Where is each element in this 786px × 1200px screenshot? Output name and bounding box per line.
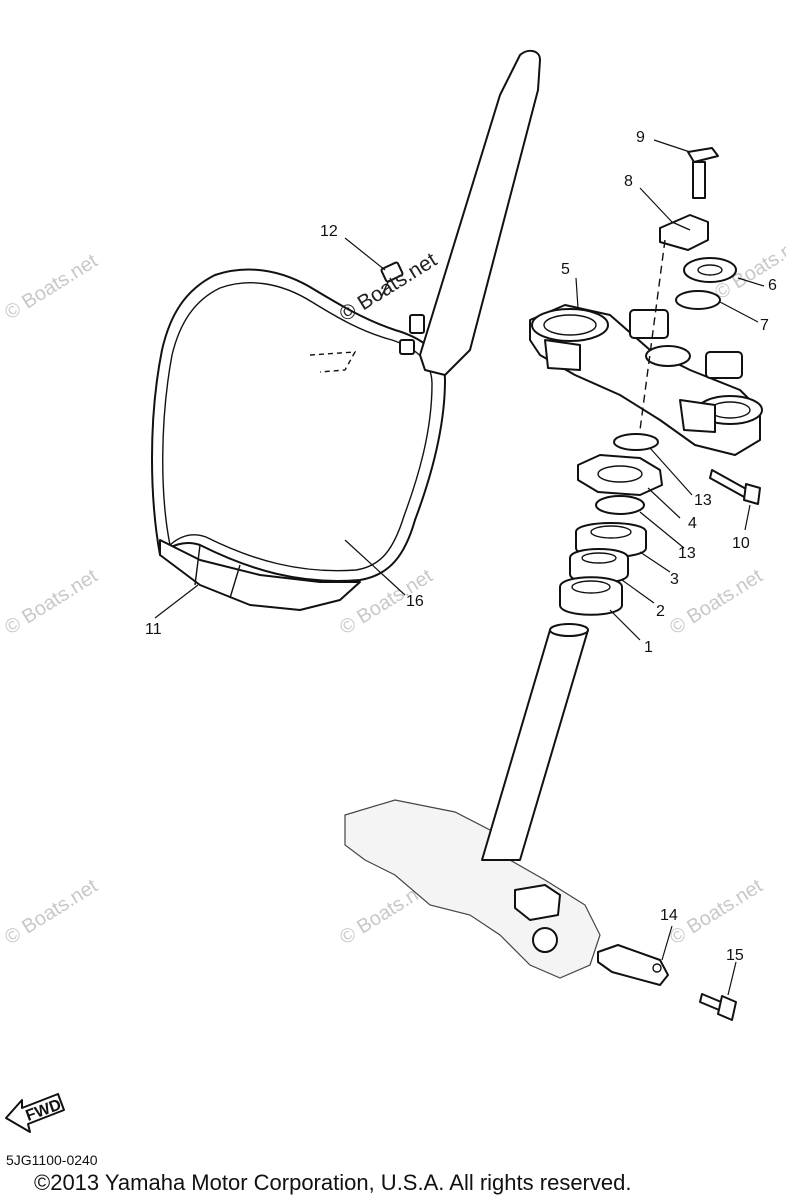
damper-6	[683, 257, 737, 283]
lower-bracket-boss	[532, 927, 558, 953]
callout-13-upper: 13	[694, 492, 712, 509]
strap-slot	[409, 314, 425, 334]
bolt-10	[709, 469, 761, 505]
callout-16: 16	[406, 593, 424, 610]
watermark: © Boats.net	[666, 565, 767, 639]
assembly-axis	[639, 239, 666, 431]
handlebar-holder-8	[659, 214, 709, 251]
strap-slot	[399, 339, 415, 355]
ring-nut-4	[577, 454, 663, 496]
callout-4: 4	[688, 515, 697, 532]
callout-14: 14	[660, 907, 678, 924]
frame-ghost-outline	[344, 799, 601, 979]
watermark: © Boats.net	[1, 875, 102, 949]
callout-8: 8	[624, 173, 633, 190]
washer-13-lower	[595, 495, 645, 515]
upper-bracket-5	[529, 304, 763, 456]
watermark: © Boats.net	[1, 565, 102, 639]
callout-3: 3	[670, 571, 679, 588]
watermark: © Boats.net	[1, 250, 102, 324]
fwd-arrow-icon: FWD	[5, 1093, 65, 1133]
bolt-9	[687, 147, 719, 199]
number-plate-strap	[419, 49, 541, 376]
bolt-15	[699, 993, 737, 1021]
callout-5: 5	[561, 261, 570, 278]
callout-12: 12	[320, 223, 338, 240]
bearing-1	[559, 576, 623, 616]
washer-13-upper	[613, 433, 659, 451]
steering-stem-shaft	[481, 623, 589, 861]
callout-13-lower: 13	[678, 545, 696, 562]
callout-6: 6	[768, 277, 777, 294]
callout-7: 7	[760, 317, 769, 334]
watermark-main: © Boats.net	[335, 248, 441, 326]
callout-15: 15	[726, 947, 744, 964]
washer-7	[675, 290, 721, 310]
watermark: © Boats.net	[666, 875, 767, 949]
copyright-notice: ©2013 Yamaha Motor Corporation, U.S.A. A…	[34, 1170, 632, 1195]
leader-lines	[154, 139, 765, 996]
diagram-code: 5JG1100-0240	[6, 1152, 98, 1168]
callout-11: 11	[145, 621, 162, 638]
lower-bracket-clamp	[514, 884, 561, 921]
number-plate	[151, 268, 446, 611]
bolt-12	[379, 261, 404, 301]
callout-2: 2	[656, 603, 665, 620]
fwd-label: FWD	[24, 1097, 64, 1125]
cable-guide-14	[597, 944, 669, 986]
callout-9: 9	[636, 129, 645, 146]
callout-10: 10	[732, 535, 750, 552]
callout-1: 1	[644, 639, 653, 656]
